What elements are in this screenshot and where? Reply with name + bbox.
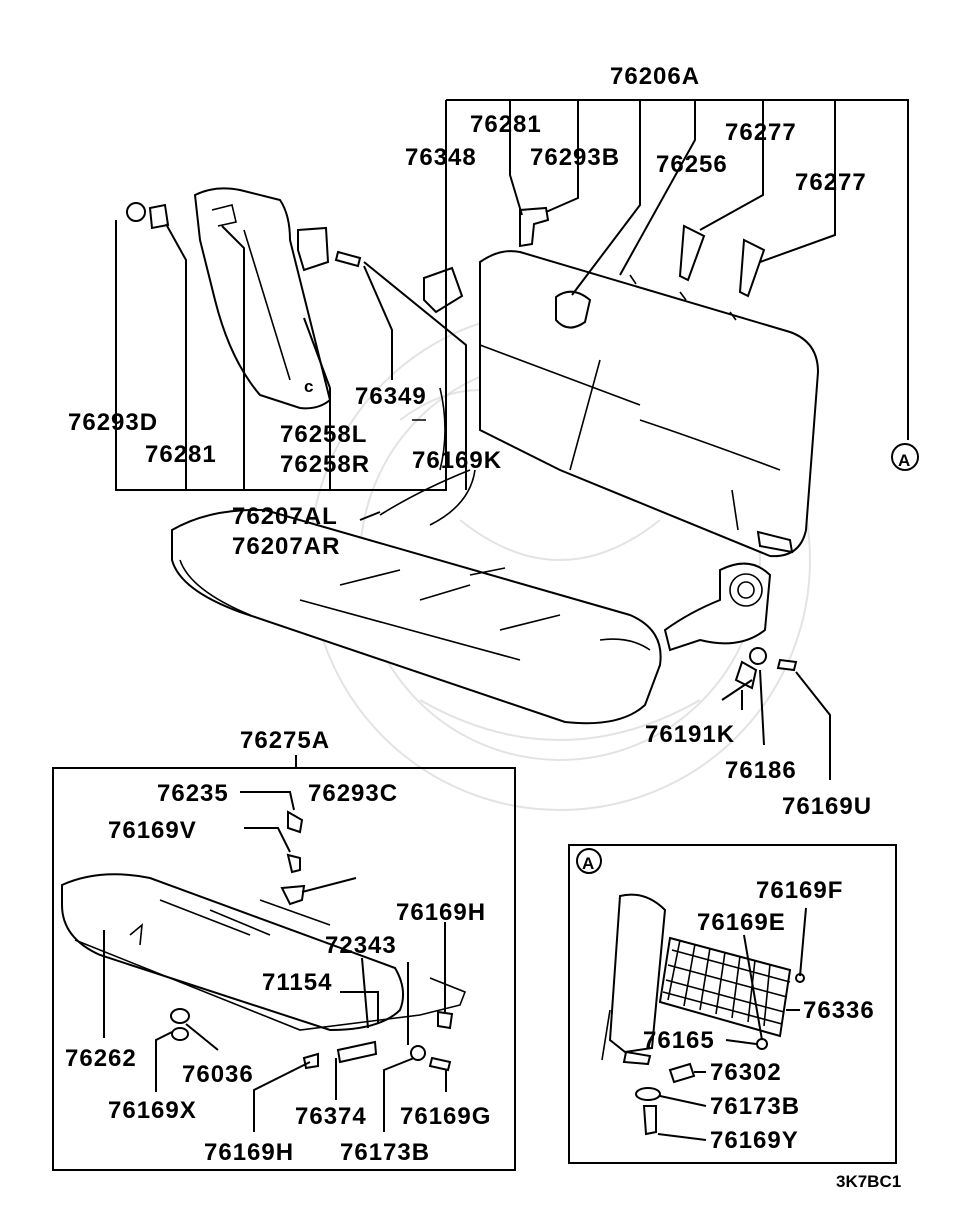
label-76281-b: 76281 xyxy=(145,441,217,468)
label-76293C: 76293C xyxy=(308,780,398,807)
label-76165: 76165 xyxy=(643,1027,715,1054)
callout-letter-detail: A xyxy=(582,854,594,873)
label-76207AL: 76207AL xyxy=(232,503,338,530)
cushion-sub-assembly xyxy=(61,810,467,1072)
label-76169Y: 76169Y xyxy=(710,1127,799,1154)
small-parts xyxy=(126,202,798,690)
label-76336: 76336 xyxy=(803,997,875,1024)
box-leaders xyxy=(103,791,447,1132)
label-76277-a: 76277 xyxy=(725,119,797,146)
label-76262: 76262 xyxy=(65,1045,137,1072)
label-76293B: 76293B xyxy=(530,144,620,171)
label-76275A: 76275A xyxy=(240,727,330,754)
label-76036: 76036 xyxy=(182,1061,254,1088)
label-76169F: 76169F xyxy=(756,877,843,904)
label-76207AR: 76207AR xyxy=(232,533,340,560)
side-trim-panel: c xyxy=(193,187,332,410)
label-72343: 72343 xyxy=(325,932,397,959)
svg-text:c: c xyxy=(304,377,313,396)
sub-assembly-box-76275A xyxy=(52,767,516,1171)
label-76169H-top: 76169H xyxy=(396,899,486,926)
label-76169U: 76169U xyxy=(782,793,872,820)
label-76169V: 76169V xyxy=(108,817,197,844)
seat-back-pad-76256 xyxy=(555,290,592,329)
label-76169G: 76169G xyxy=(400,1103,491,1130)
callout-circle-detail xyxy=(576,848,602,874)
label-76293D: 76293D xyxy=(68,409,158,436)
detail-leaders xyxy=(657,907,807,1141)
seat-cushion xyxy=(171,508,662,725)
label-76349: 76349 xyxy=(355,383,427,410)
label-76191K: 76191K xyxy=(645,721,735,748)
label-71154: 71154 xyxy=(262,969,332,996)
diagram-code: 3K7BC1 xyxy=(836,1172,901,1191)
label-76302: 76302 xyxy=(710,1059,782,1086)
label-76169X: 76169X xyxy=(108,1097,197,1124)
label-76256: 76256 xyxy=(656,151,728,178)
detail-box-A xyxy=(568,844,897,1164)
callout-letter-main: A xyxy=(898,451,910,470)
seat-net-detail xyxy=(601,893,805,1136)
label-76169K: 76169K xyxy=(412,447,502,474)
seat-back xyxy=(479,250,820,558)
label-76374: 76374 xyxy=(295,1103,367,1130)
label-76348: 76348 xyxy=(405,144,477,171)
label-76173B-detail: 76173B xyxy=(710,1093,800,1120)
label-76258L: 76258L xyxy=(280,421,367,448)
label-76277-b: 76277 xyxy=(795,169,867,196)
label-76281: 76281 xyxy=(470,111,542,138)
seat-back-hinge xyxy=(663,530,794,652)
label-76258R: 76258R xyxy=(280,451,370,478)
label-76169E: 76169E xyxy=(697,909,786,936)
main-leaders xyxy=(115,99,909,780)
label-76206A: 76206A xyxy=(610,63,700,90)
label-76169H-bottom: 76169H xyxy=(204,1139,294,1166)
label-76186: 76186 xyxy=(725,757,797,784)
label-76173B-box: 76173B xyxy=(340,1139,430,1166)
label-76235: 76235 xyxy=(157,780,229,807)
callout-circle-main xyxy=(891,443,919,471)
